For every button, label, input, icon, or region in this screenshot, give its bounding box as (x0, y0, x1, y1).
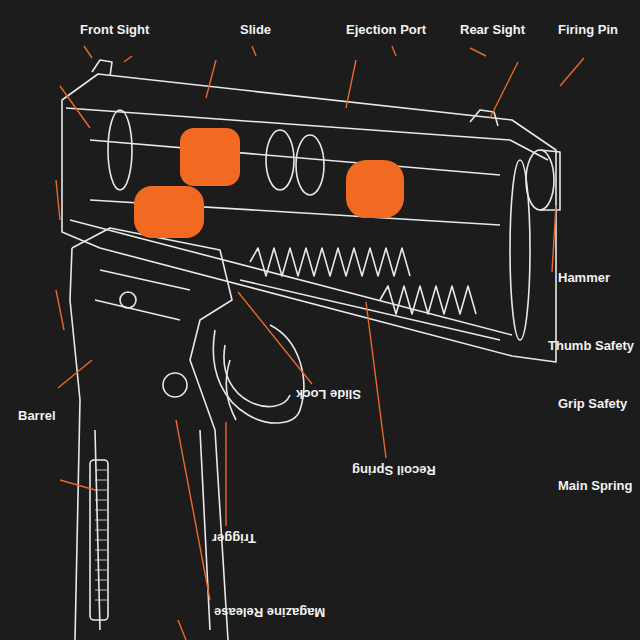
part-label: Barrel (18, 408, 56, 424)
part-label: Ejection Port (346, 22, 426, 38)
part-label: Front Sight (80, 22, 149, 38)
part-label: Trigger (212, 530, 256, 546)
part-label: Recoil Spring (352, 462, 436, 478)
part-label: Hammer (558, 270, 610, 286)
part-label: Main Spring (558, 478, 632, 494)
part-label: Grip Safety (558, 396, 627, 412)
part-label: Slide Lock (296, 386, 361, 402)
part-label: Rear Sight (460, 22, 525, 38)
part-label: Thumb Safety (548, 338, 634, 354)
part-label: Slide (240, 22, 271, 38)
part-label: Magazine Release (214, 604, 325, 620)
part-label: Firing Pin (558, 22, 618, 38)
